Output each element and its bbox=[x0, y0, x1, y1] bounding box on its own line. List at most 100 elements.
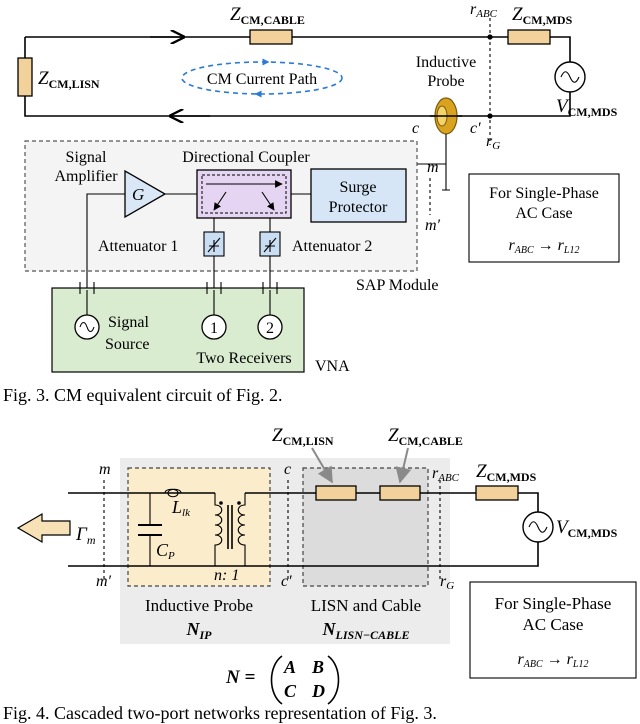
v-cm-mds-label: VCM,MDS bbox=[556, 96, 618, 119]
inductive-probe-ring bbox=[430, 97, 462, 135]
receiver-1-circle bbox=[201, 314, 227, 340]
l-lk-label: Llk bbox=[171, 497, 191, 519]
receiver-2-circle bbox=[257, 314, 283, 340]
r-abc-node-dot bbox=[487, 34, 493, 40]
fig3-single-phase-line-1: For Single-Phase bbox=[489, 185, 599, 202]
cm-current-path-label: CM Current Path bbox=[207, 71, 317, 88]
fig3-node-m: m bbox=[427, 159, 439, 176]
inductive-probe-label-1: Inductive bbox=[416, 54, 476, 71]
signal-source-label-2: Source bbox=[105, 336, 149, 353]
z-cm-mds-resistor bbox=[507, 29, 551, 45]
fig4-single-phase-box bbox=[469, 581, 637, 679]
lisn-cable-network-label: LISN and Cable bbox=[311, 596, 421, 615]
z-cm-cable-label: ZCM,CABLE bbox=[230, 4, 305, 27]
fig3-diagram: ZCM,CABLE ZCM,LISN rABC rG ZCM,MDS VCM,M… bbox=[3, 1, 620, 405]
z-cm-lisn-label: ZCM,LISN bbox=[38, 68, 100, 91]
fig4-node-c: c bbox=[284, 461, 291, 478]
probe-lead-wire bbox=[406, 134, 450, 191]
fig3-single-phase-line-2: AC Case bbox=[515, 205, 572, 222]
fig3-caption: Fig. 3. CM equivalent circuit of Fig. 2. bbox=[3, 385, 282, 405]
fig4-mapping-label: rABC → rL12 bbox=[518, 651, 589, 670]
vna-port-markers bbox=[79, 282, 278, 294]
inductive-probe-label-2: Probe bbox=[427, 73, 464, 90]
fig4-diagram: Γm m m′ c c′ rABC rG CP Llk n: 1 bbox=[3, 425, 637, 723]
matrix-lhs: N = bbox=[225, 667, 255, 688]
fig4-node-m: m bbox=[99, 461, 111, 478]
fig3-node-c-prime: c′ bbox=[470, 120, 481, 137]
coupler-coupled-arrow-2 bbox=[261, 191, 275, 211]
matrix-a: A bbox=[283, 657, 296, 677]
turns-ratio-label: n: 1 bbox=[214, 567, 239, 584]
fig4-single-phase-line-1: For Single-Phase bbox=[495, 594, 612, 613]
fig3-single-phase-box bbox=[468, 173, 620, 263]
vna-internal-wires bbox=[86, 290, 271, 317]
signal-amplifier-label-2: Amplifier bbox=[54, 168, 118, 185]
fig4-z-mds-label: ZCM,MDS bbox=[476, 461, 537, 484]
coupler-coupled-arrow-1 bbox=[213, 191, 227, 211]
z-cm-cable-resistor bbox=[249, 29, 293, 45]
z-cable-pointer bbox=[395, 447, 412, 484]
abcd-matrix: N = A B C D bbox=[225, 655, 340, 705]
c-p-label: CP bbox=[156, 540, 175, 562]
r-g-label: rG bbox=[486, 133, 500, 152]
vna-label: VNA bbox=[315, 358, 350, 375]
z-lisn-pointer bbox=[311, 447, 333, 484]
fig4-v-mds-label: VCM,MDS bbox=[556, 517, 618, 540]
surge-protector-label-1: Surge bbox=[339, 179, 376, 196]
amplifier-input-wire bbox=[86, 193, 125, 290]
receiver-1-label: 1 bbox=[210, 320, 218, 337]
z-cm-mds-label: ZCM,MDS bbox=[512, 4, 573, 27]
fig4-z-lisn-label: ZCM,LISN bbox=[272, 425, 334, 448]
matrix-b: B bbox=[311, 657, 324, 677]
attenuator-1-label: Attenuator 1 bbox=[98, 238, 178, 255]
directional-coupler-inner bbox=[201, 174, 287, 214]
fig3-mapping-label: rABC → rL12 bbox=[509, 237, 580, 256]
fig3-top-wire bbox=[25, 36, 571, 62]
attenuator-2-label: Attenuator 2 bbox=[292, 238, 372, 255]
inductive-probe-network-label: Inductive Probe bbox=[145, 596, 253, 615]
fig4-z-cable-resistor bbox=[379, 485, 421, 501]
fig3-node-c: c bbox=[412, 120, 419, 137]
cm-current-path-loop bbox=[181, 61, 343, 95]
leakage-inductor-coil bbox=[164, 488, 182, 498]
matrix-left-paren bbox=[270, 655, 283, 705]
fig4-z-cable-label: ZCM,CABLE bbox=[388, 425, 463, 448]
fig4-r-g-label: rG bbox=[440, 573, 454, 592]
attenuator-wires bbox=[213, 218, 271, 290]
r-abc-label: rABC bbox=[470, 1, 498, 20]
directional-coupler-label: Directional Coupler bbox=[182, 149, 310, 166]
v-cm-mds-sine-icon bbox=[560, 71, 580, 83]
surge-protector-label-2: Protector bbox=[329, 199, 388, 216]
sap-module-label: SAP Module bbox=[356, 277, 439, 294]
n-lisn-cable-label: NLISN−CABLE bbox=[322, 619, 410, 642]
transformer-dot-secondary bbox=[237, 501, 241, 505]
fig4-node-m-prime: m′ bbox=[96, 573, 112, 590]
fig4-caption: Fig. 4. Cascaded two-port networks repre… bbox=[3, 703, 437, 723]
directional-coupler-box bbox=[196, 169, 292, 219]
attenuator-1-icon bbox=[207, 237, 221, 253]
receiver-2-label: 2 bbox=[266, 320, 274, 337]
fig4-single-phase-line-2: AC Case bbox=[523, 615, 584, 634]
surge-protector-box bbox=[310, 168, 407, 223]
inductive-probe-network-box bbox=[127, 467, 271, 587]
attenuator-2-icon bbox=[263, 237, 277, 253]
signal-amplifier-label-1: Signal bbox=[66, 149, 107, 166]
fig4-r-abc-label: rABC bbox=[432, 465, 460, 484]
transformer-primary-coil bbox=[214, 493, 223, 566]
fig4-top-rail bbox=[68, 492, 539, 512]
r-g-node-dot bbox=[487, 113, 493, 119]
signal-source-label-1: Signal bbox=[108, 314, 149, 331]
matrix-right-paren bbox=[327, 655, 340, 705]
transformer-dot-primary bbox=[219, 501, 223, 505]
fig4-z-mds-resistor bbox=[475, 485, 519, 501]
signal-source-sine-icon bbox=[79, 321, 95, 333]
n-ip-label: NIP bbox=[186, 619, 213, 642]
z-cm-lisn-resistor bbox=[17, 57, 33, 97]
gamma-arrow-icon bbox=[16, 512, 71, 544]
matrix-c: C bbox=[284, 681, 297, 701]
fig4-bottom-rail bbox=[68, 542, 539, 567]
fig4-node-c-prime: c′ bbox=[281, 573, 292, 590]
transformer-secondary-coil bbox=[237, 493, 246, 566]
matrix-d: D bbox=[311, 681, 325, 701]
